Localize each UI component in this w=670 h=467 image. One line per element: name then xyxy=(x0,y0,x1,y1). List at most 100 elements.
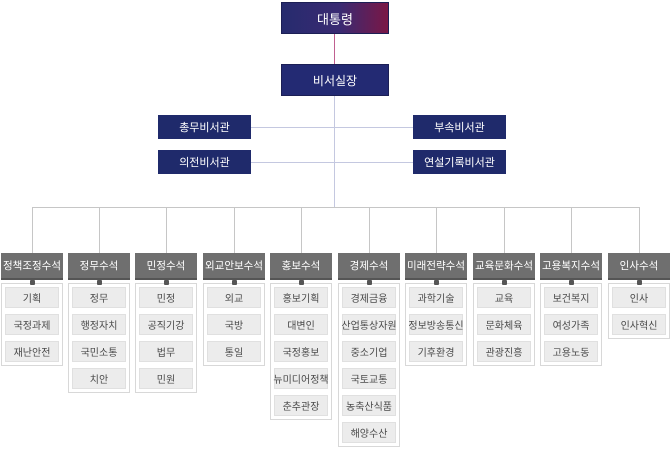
department-items: 교육 문화체육 관광진흥 xyxy=(473,283,535,366)
list-item: 민정 xyxy=(139,287,193,308)
list-item: 기후환경 xyxy=(409,341,463,362)
secretary-box-general-affairs: 총무비서관 xyxy=(158,115,251,139)
list-item: 민원 xyxy=(139,368,193,389)
chief-of-staff-label: 비서실장 xyxy=(312,73,358,88)
connector-drop xyxy=(166,207,167,253)
department-head: 정책조정수석 xyxy=(1,253,63,280)
department-name: 교육문화수석 xyxy=(475,260,533,272)
connector-dot xyxy=(232,280,237,285)
list-item: 대변인 xyxy=(274,314,328,335)
connector-drop xyxy=(99,207,100,253)
list-item: 국정과제 xyxy=(5,314,59,335)
secretary-box-speech: 연설기록비서관 xyxy=(413,150,506,174)
list-item: 국방 xyxy=(207,314,261,335)
list-item: 치안 xyxy=(72,368,126,389)
connector-secretaries-row2 xyxy=(250,162,413,163)
department-items: 정무 행정자치 국민소통 치안 xyxy=(68,283,130,393)
list-item: 기획 xyxy=(5,287,59,308)
department-name: 외교안보수석 xyxy=(205,260,263,272)
list-item: 춘추관장 xyxy=(274,395,328,416)
department-education-culture: 교육문화수석 xyxy=(473,253,535,280)
president-label: 대통령 xyxy=(317,12,353,28)
secretary-label: 연설기록비서관 xyxy=(424,156,495,169)
department-name: 정책조정수석 xyxy=(3,260,61,272)
department-personnel: 인사수석 xyxy=(608,253,670,280)
connector-main-trunk xyxy=(334,96,335,207)
chief-of-staff-box: 비서실장 xyxy=(281,64,389,96)
list-item: 국정홍보 xyxy=(274,341,328,362)
connector-drop xyxy=(639,207,640,253)
list-item: 법무 xyxy=(139,341,193,362)
secretary-box-attached: 부속비서관 xyxy=(413,115,506,139)
list-item: 인사 xyxy=(612,287,666,308)
department-future-strategy: 미래전략수석 xyxy=(405,253,467,280)
department-head: 정무수석 xyxy=(68,253,130,280)
connector-drop xyxy=(369,207,370,253)
list-item: 재난안전 xyxy=(5,341,59,362)
list-item: 관광진흥 xyxy=(477,341,531,362)
connector-departments-horizontal xyxy=(32,207,640,208)
department-public-relations: 홍보수석 xyxy=(270,253,332,280)
connector-drop xyxy=(301,207,302,253)
department-policy-coordination: 정책조정수석 xyxy=(1,253,63,280)
secretary-label: 부속비서관 xyxy=(434,121,485,134)
list-item: 해양수산 xyxy=(342,422,396,443)
department-items: 보건복지 여성가족 고용노동 xyxy=(540,283,602,366)
secretary-label: 총무비서관 xyxy=(179,121,230,134)
department-items: 기획 국정과제 재난안전 xyxy=(1,283,63,366)
department-items: 과학기술 정보방송통신 기후환경 xyxy=(405,283,467,366)
connector-dot xyxy=(502,280,507,285)
connector-secretaries-row1 xyxy=(250,127,413,128)
department-economy: 경제수석 xyxy=(338,253,400,280)
connector-president-chief xyxy=(334,34,335,64)
list-item: 정보방송통신 xyxy=(408,314,464,335)
list-item: 정무 xyxy=(72,287,126,308)
list-item: 중소기업 xyxy=(342,341,396,362)
department-head: 민정수석 xyxy=(135,253,197,280)
connector-dot xyxy=(97,280,102,285)
department-name: 인사수석 xyxy=(619,260,659,272)
list-item: 산업통상자원 xyxy=(341,314,397,335)
connector-drop xyxy=(504,207,505,253)
connector-drop xyxy=(32,207,33,253)
list-item: 고용노동 xyxy=(544,341,598,362)
department-name: 정무수석 xyxy=(79,260,119,272)
list-item: 홍보기획 xyxy=(274,287,328,308)
department-head: 교육문화수석 xyxy=(473,253,535,280)
department-name: 고용복지수석 xyxy=(542,260,600,272)
list-item: 국민소통 xyxy=(72,341,126,362)
list-item: 인사혁신 xyxy=(612,314,666,335)
list-item: 공직기강 xyxy=(139,314,193,335)
list-item: 국토교통 xyxy=(342,368,396,389)
list-item: 외교 xyxy=(207,287,261,308)
secretary-label: 의전비서관 xyxy=(179,156,230,169)
connector-drop xyxy=(436,207,437,253)
department-items: 인사 인사혁신 xyxy=(608,283,670,339)
department-head: 고용복지수석 xyxy=(540,253,602,280)
list-item: 보건복지 xyxy=(544,287,598,308)
list-item: 문화체육 xyxy=(477,314,531,335)
connector-dot xyxy=(30,280,35,285)
department-items: 경제금융 산업통상자원 중소기업 국토교통 농축산식품 해양수산 xyxy=(338,283,400,447)
list-item: 행정자치 xyxy=(72,314,126,335)
list-item: 과학기술 xyxy=(409,287,463,308)
department-name: 미래전략수석 xyxy=(407,260,465,272)
department-civil-affairs: 민정수석 xyxy=(135,253,197,280)
department-name: 경제수석 xyxy=(349,260,389,272)
department-items: 민정 공직기강 법무 민원 xyxy=(135,283,197,393)
connector-drop xyxy=(571,207,572,253)
connector-dot xyxy=(434,280,439,285)
department-items: 외교 국방 통일 xyxy=(203,283,265,366)
connector-dot xyxy=(367,280,372,285)
list-item: 여성가족 xyxy=(544,314,598,335)
secretary-box-protocol: 의전비서관 xyxy=(158,150,251,174)
department-head: 경제수석 xyxy=(338,253,400,280)
department-head: 외교안보수석 xyxy=(203,253,265,280)
connector-dot xyxy=(299,280,304,285)
department-foreign-security: 외교안보수석 xyxy=(203,253,265,280)
list-item: 통일 xyxy=(207,341,261,362)
list-item: 뉴미디어정책 xyxy=(273,368,329,389)
connector-dot xyxy=(164,280,169,285)
department-head: 인사수석 xyxy=(608,253,670,280)
connector-dot xyxy=(637,280,642,285)
